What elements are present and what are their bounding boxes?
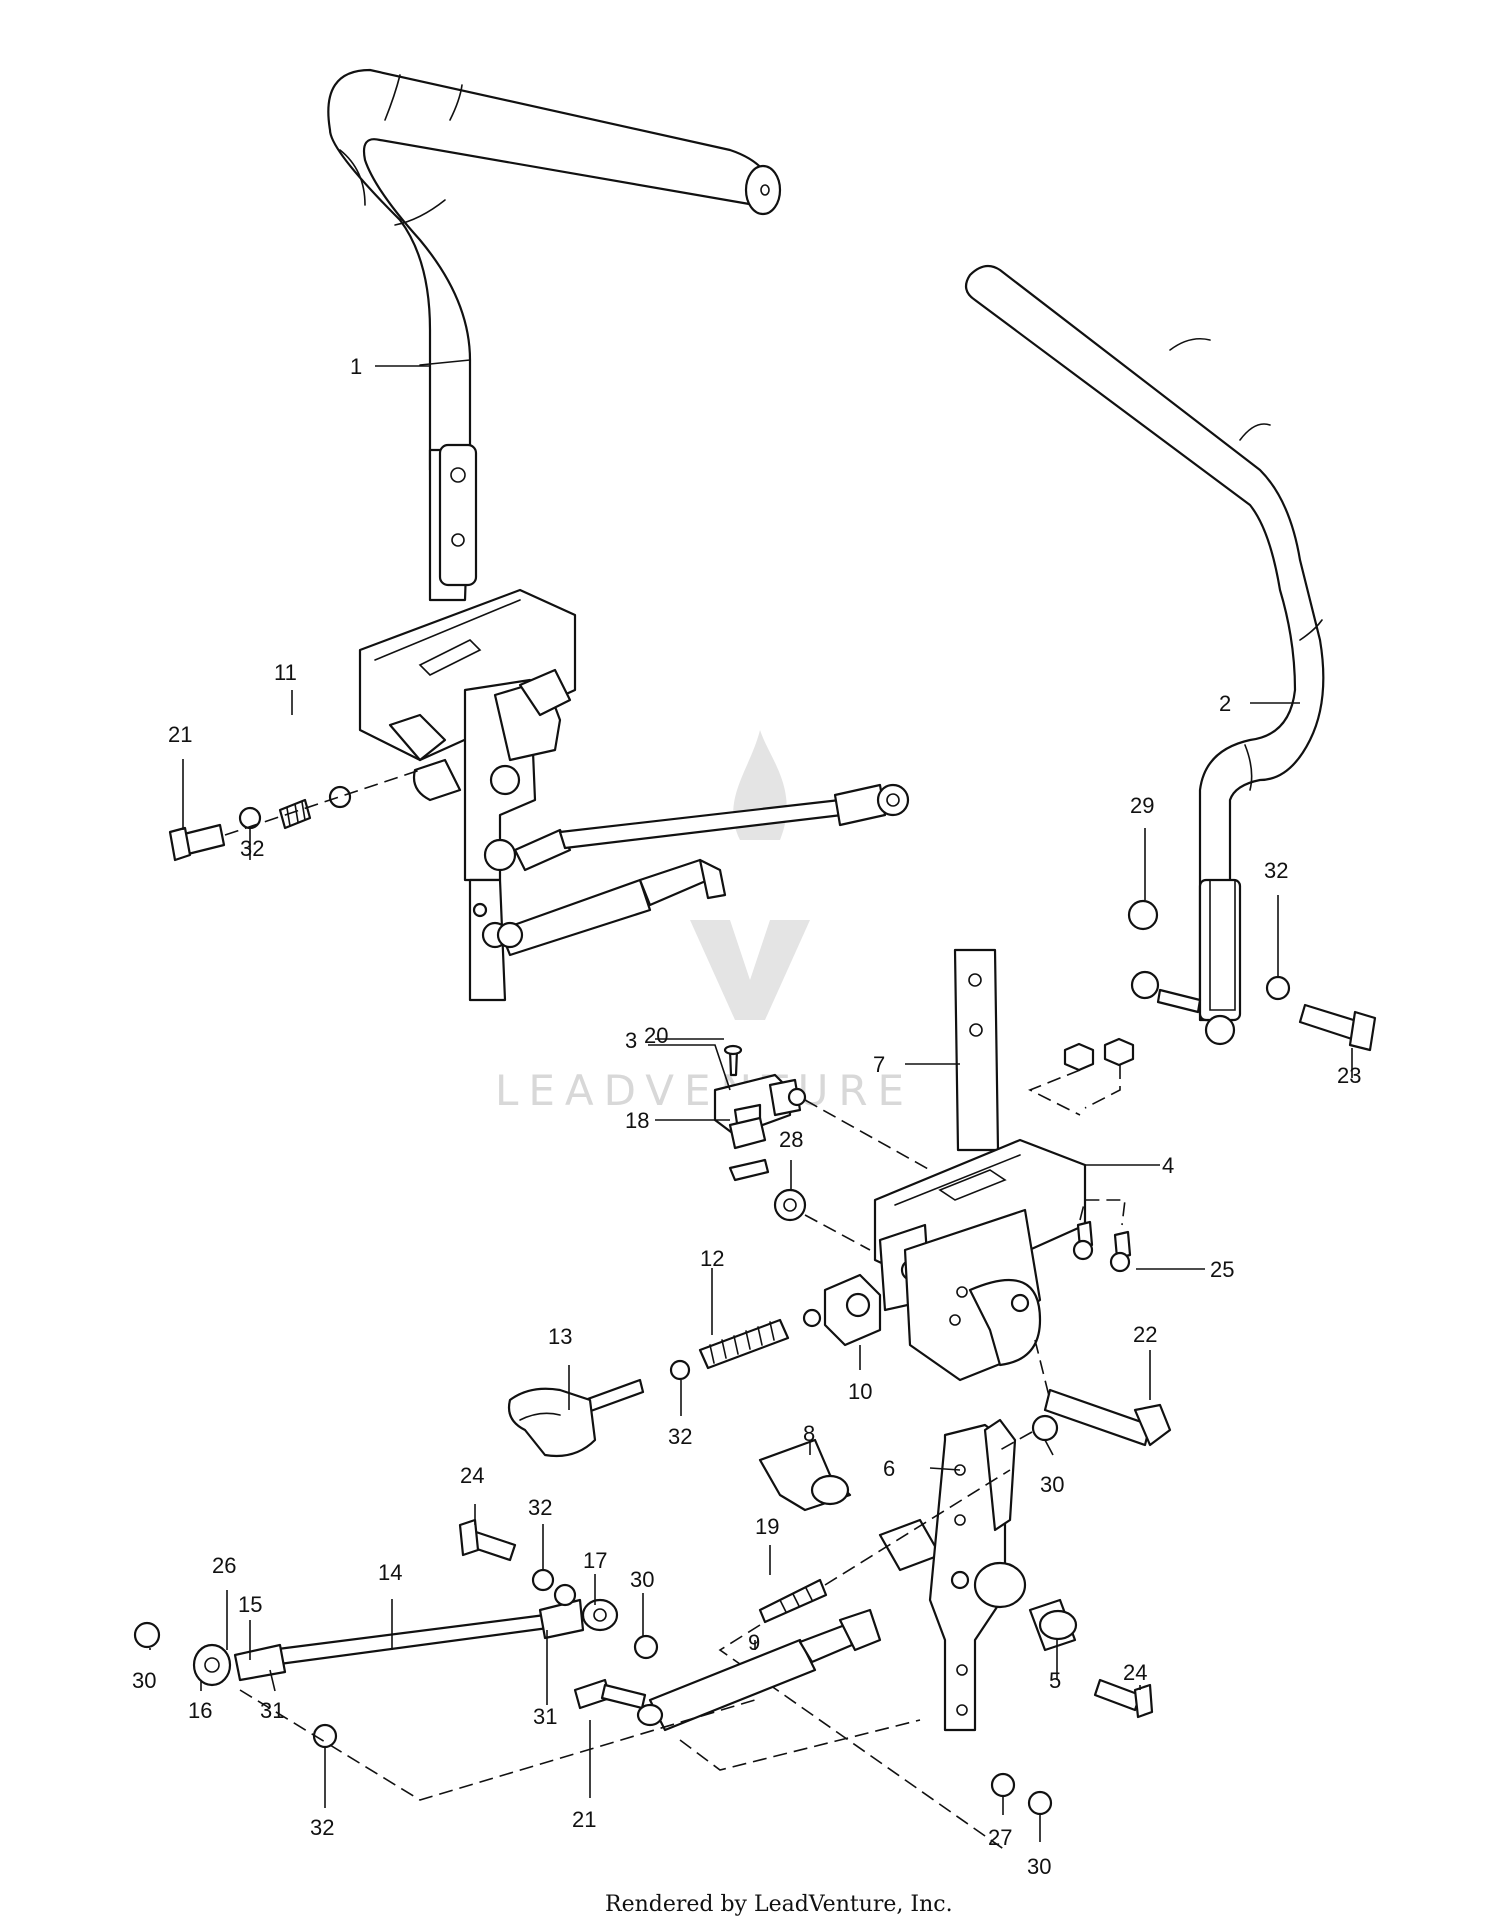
callout-labels: 1 2 3 4 5 6 7 8 9 10 11 12 13 14 15 16 1… (132, 354, 1361, 1879)
right-control-handle (964, 264, 1325, 1046)
lower-control-bracket (873, 948, 1135, 1382)
callout-1: 1 (350, 354, 362, 379)
callout-20: 20 (644, 1023, 668, 1048)
callout-21-lower: 21 (572, 1807, 596, 1832)
callout-18: 18 (625, 1108, 649, 1133)
right-handle-hardware (1127, 899, 1377, 1052)
upper-gas-spring (496, 858, 727, 957)
callout-30-left: 30 (132, 1668, 156, 1693)
callout-8: 8 (803, 1421, 815, 1446)
lower-left-hardware (458, 1518, 1154, 1816)
callout-31-mid: 31 (533, 1704, 557, 1729)
callout-24-right: 24 (1123, 1660, 1147, 1685)
callout-25: 25 (1210, 1257, 1234, 1282)
callout-28: 28 (779, 1127, 803, 1152)
callout-13: 13 (548, 1324, 572, 1349)
upper-bolt-spring-set (168, 769, 421, 862)
callout-16: 16 (188, 1698, 212, 1723)
callout-32-upper: 32 (240, 836, 264, 861)
callout-15: 15 (238, 1592, 262, 1617)
callout-31-left: 31 (260, 1698, 284, 1723)
callout-30-right: 30 (1040, 1472, 1064, 1497)
callout-10: 10 (848, 1379, 872, 1404)
left-control-bracket (358, 443, 577, 1002)
callout-2: 2 (1219, 691, 1231, 716)
callout-5: 5 (1049, 1668, 1061, 1693)
callout-3: 3 (625, 1028, 637, 1053)
left-control-handle (327, 68, 782, 472)
callout-30-mid: 30 (630, 1567, 654, 1592)
callout-12: 12 (700, 1246, 724, 1271)
callout-24-left: 24 (460, 1463, 484, 1488)
tension-knob-assembly (507, 1188, 1172, 1458)
leader-lines (149, 365, 1353, 1842)
footer-credit: Rendered by LeadVenture, Inc. (605, 1892, 953, 1917)
callout-21-upper: 21 (168, 722, 192, 747)
watermark-text: LEADVENTURE (495, 1066, 914, 1115)
callout-23: 23 (1337, 1063, 1361, 1088)
callout-26: 26 (212, 1553, 236, 1578)
callout-32-right: 32 (1264, 858, 1288, 883)
pivot-arm-assembly (718, 1414, 1078, 1851)
lower-gas-spring (573, 1608, 921, 1771)
switch-assembly (713, 1044, 931, 1182)
callout-32-lower: 32 (528, 1495, 552, 1520)
callout-22: 22 (1133, 1322, 1157, 1347)
callout-9: 9 (748, 1630, 760, 1655)
callout-6: 6 (883, 1456, 895, 1481)
lower-linkage-rod (133, 1598, 756, 1801)
callout-32-knob: 32 (668, 1424, 692, 1449)
callout-29: 29 (1130, 793, 1154, 818)
callout-30-bottom: 30 (1027, 1854, 1051, 1879)
callout-7: 7 (873, 1052, 885, 1077)
callout-14: 14 (378, 1560, 402, 1585)
upper-linkage-rod (513, 783, 910, 872)
callout-19: 19 (755, 1514, 779, 1539)
callout-11: 11 (274, 660, 297, 685)
callout-17: 17 (583, 1548, 607, 1573)
callout-27: 27 (988, 1825, 1012, 1850)
callout-32-bottom: 32 (310, 1815, 334, 1840)
callout-4: 4 (1162, 1153, 1174, 1178)
